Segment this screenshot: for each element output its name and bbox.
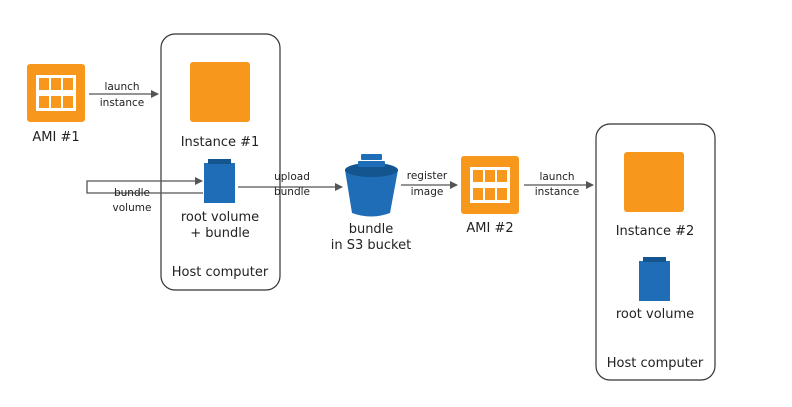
instance-2-label: Instance #2 <box>616 224 695 239</box>
launch-instance-1-label-line2: instance <box>100 97 144 109</box>
root-volume-bundle-icon <box>204 159 235 203</box>
upload-bundle-label-line1: upload <box>274 171 310 183</box>
bucket-label-line1: bundle <box>349 222 394 237</box>
instance-1-icon <box>190 62 250 122</box>
ami-1-label: AMI #1 <box>32 130 79 145</box>
host-computer-2-label: Host computer <box>607 356 704 371</box>
upload-bundle-label-line2: bundle <box>274 186 310 198</box>
instance-1-label: Instance #1 <box>181 135 260 150</box>
root-volume-2-icon <box>639 257 670 301</box>
ami-1-icon <box>27 64 85 122</box>
launch-instance-2-label-line2: instance <box>535 186 579 198</box>
root-volume-bundle-label-line2: + bundle <box>190 226 250 241</box>
bundle-volume-label-line1: bundle <box>114 187 150 199</box>
launch-instance-1-label-line1: launch <box>104 81 139 93</box>
s3-bucket-icon <box>345 154 398 217</box>
bucket-label-line2: in S3 bucket <box>331 238 411 253</box>
register-image-label-line2: image <box>411 186 444 198</box>
root-volume-2-label: root volume <box>616 307 694 322</box>
bundle-volume-label-line2: volume <box>113 202 152 214</box>
ami-2-label: AMI #2 <box>466 221 513 236</box>
register-image-label-line1: register <box>407 170 448 182</box>
root-volume-bundle-label-line1: root volume <box>181 210 259 225</box>
launch-instance-2-label-line1: launch <box>539 171 574 183</box>
host-computer-1-label: Host computer <box>172 265 269 280</box>
instance-2-icon <box>624 152 684 212</box>
bundle-volume-arrow <box>86 177 203 194</box>
ami-2-icon <box>461 156 519 214</box>
